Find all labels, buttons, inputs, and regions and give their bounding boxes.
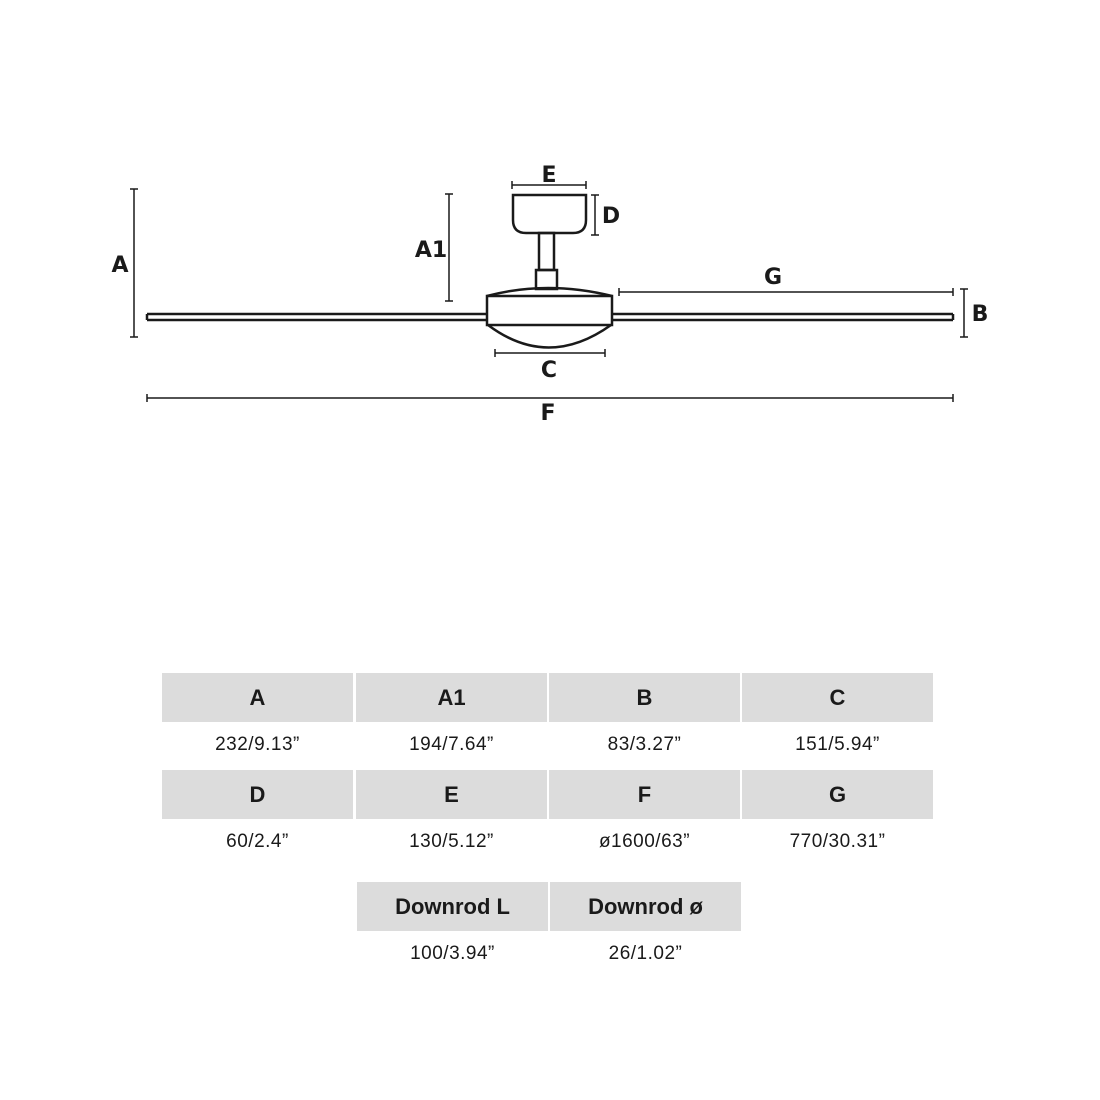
dim-header: F <box>549 770 740 819</box>
dim-value: 100/3.94” <box>410 943 495 964</box>
dim-B <box>960 288 968 338</box>
downrod-coupling <box>534 268 559 291</box>
dim-header: Downrod ø <box>550 882 741 931</box>
dim-header: A1 <box>356 673 547 722</box>
blade-left <box>145 312 487 322</box>
dim-cell-downrod-length: Downrod L 100/3.94” <box>357 882 548 977</box>
dim-value: ø1600/63” <box>598 831 691 852</box>
canopy <box>511 193 588 235</box>
dim-value: 194/7.64” <box>409 734 494 755</box>
dim-header: B <box>549 673 740 722</box>
dim-value: 770/30.31” <box>789 831 886 852</box>
dim-cell-C: C 151/5.94” <box>742 673 933 768</box>
dim-value: 151/5.94” <box>795 734 880 755</box>
dim-G <box>618 288 954 296</box>
dim-header: Downrod L <box>357 882 548 931</box>
dim-A <box>130 188 138 338</box>
label-B: B <box>972 302 989 327</box>
dim-value: 83/3.27” <box>607 734 682 755</box>
dim-value: 130/5.12” <box>409 831 494 852</box>
dim-value: 232/9.13” <box>215 734 300 755</box>
dim-D <box>591 194 599 236</box>
dim-cell-A1: A1 194/7.64” <box>356 673 547 768</box>
dim-value: 60/2.4” <box>226 831 289 852</box>
dim-cell-A: A 232/9.13” <box>162 673 353 768</box>
dim-header: E <box>356 770 547 819</box>
label-A: A <box>111 253 128 278</box>
fan-drawing <box>145 193 955 349</box>
dimension-lines <box>130 181 968 402</box>
ceiling-fan-diagram: A A1 E D G B C F <box>111 163 989 426</box>
label-E: E <box>541 163 556 188</box>
dim-cell-E: E 130/5.12” <box>356 770 547 865</box>
motor-housing <box>485 294 614 327</box>
dim-header: C <box>742 673 933 722</box>
dim-cell-G: G 770/30.31” <box>742 770 933 865</box>
label-G: G <box>764 265 782 290</box>
motor-top-cap <box>486 286 613 298</box>
dim-header: D <box>162 770 353 819</box>
dim-cell-downrod-diameter: Downrod ø 26/1.02” <box>550 882 741 977</box>
label-F: F <box>540 401 555 426</box>
dim-F <box>146 394 954 402</box>
dim-cell-B: B 83/3.27” <box>549 673 740 768</box>
label-D: D <box>602 204 620 229</box>
dim-cell-D: D 60/2.4” <box>162 770 353 865</box>
label-A1: A1 <box>415 238 447 263</box>
label-C: C <box>541 358 557 383</box>
dim-E <box>511 181 587 189</box>
dim-header: A <box>162 673 353 722</box>
light-bowl <box>487 323 612 349</box>
dim-header: G <box>742 770 933 819</box>
dim-value: 26/1.02” <box>608 943 683 964</box>
blade-right <box>612 312 955 322</box>
dim-C <box>494 349 606 357</box>
dim-A1 <box>445 193 453 302</box>
downrod <box>537 231 556 272</box>
